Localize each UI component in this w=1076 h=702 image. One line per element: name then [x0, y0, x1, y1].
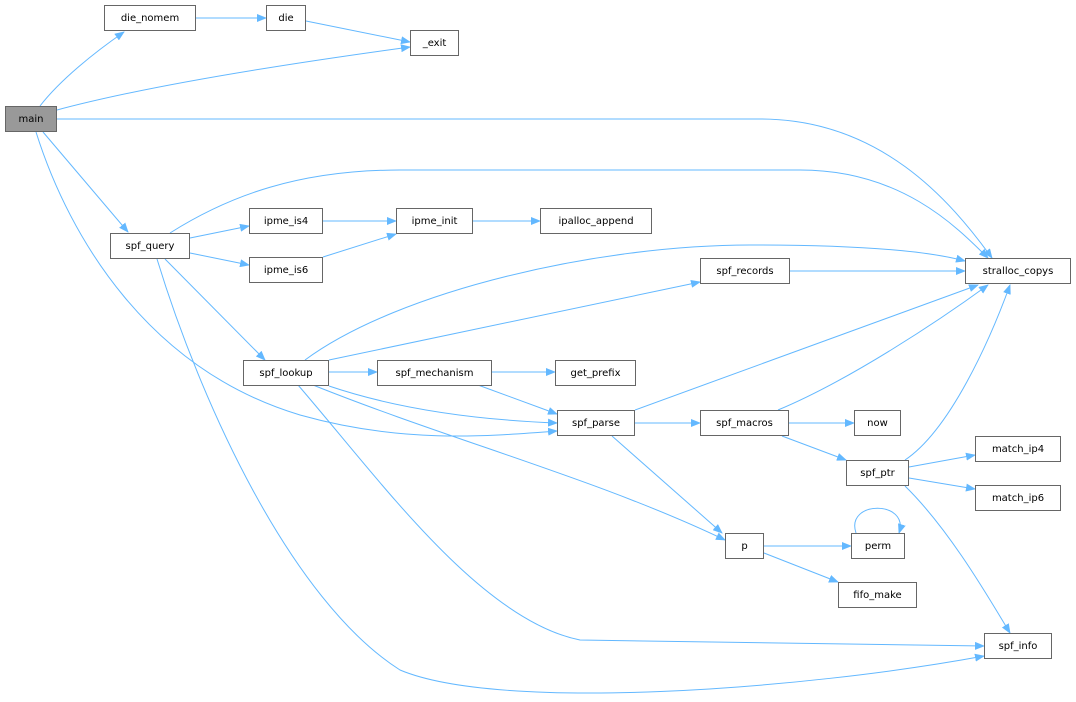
- edge-spf_query-ipme_is6: [189, 252, 250, 268]
- edge-perm-perm: [854, 507, 906, 534]
- edge-spf_query-spf_lookup: [164, 258, 266, 361]
- edge-ipme_is6-ipme_init: [322, 232, 397, 258]
- edge-spf_parse-p: [611, 435, 723, 534]
- node-spf_parse[interactable]: spf_parse: [557, 410, 635, 436]
- edge-spf_query-stralloc_copys: [169, 169, 989, 259]
- edge-spf_parse-stralloc_copys: [634, 284, 979, 411]
- node-get_prefix[interactable]: get_prefix: [555, 360, 636, 386]
- node-spf_info[interactable]: spf_info: [984, 633, 1052, 659]
- node-spf_mechanism[interactable]: spf_mechanism: [377, 360, 492, 386]
- edge-p-fifo_make: [763, 552, 839, 583]
- node-p[interactable]: p: [725, 533, 764, 559]
- node-ipme_is6[interactable]: ipme_is6: [249, 257, 323, 283]
- edge-spf_query-ipme_is4: [189, 223, 250, 239]
- edge-spf_macros-spf_ptr: [781, 435, 847, 461]
- edge-spf_lookup-p: [312, 384, 726, 541]
- node-match_ip6[interactable]: match_ip6: [975, 485, 1061, 511]
- node-fifo_make[interactable]: fifo_make: [838, 582, 917, 608]
- node-exit[interactable]: _exit: [410, 30, 459, 56]
- node-die[interactable]: die: [266, 5, 306, 31]
- edge-spf_query-spf_info: [156, 258, 985, 694]
- edge-spf_ptr-spf_info: [904, 485, 1011, 634]
- edge-spf_ptr-stralloc_copys: [904, 284, 1011, 461]
- node-spf_lookup[interactable]: spf_lookup: [243, 360, 329, 386]
- node-match_ip4[interactable]: match_ip4: [975, 436, 1061, 462]
- edge-spf_lookup-stralloc_copys: [304, 244, 966, 361]
- edge-spf_ptr-match_ip4: [908, 452, 976, 468]
- edge-spf_ptr-match_ip6: [908, 477, 976, 492]
- node-ipme_is4[interactable]: ipme_is4: [249, 208, 323, 234]
- node-main[interactable]: main: [5, 106, 57, 132]
- node-spf_query[interactable]: spf_query: [110, 233, 190, 259]
- node-stralloc_copys[interactable]: stralloc_copys: [965, 258, 1071, 284]
- edge-die-exit: [305, 20, 411, 45]
- node-perm[interactable]: perm: [851, 533, 905, 559]
- node-ipalloc_append[interactable]: ipalloc_append: [540, 208, 652, 234]
- node-spf_macros[interactable]: spf_macros: [700, 410, 789, 436]
- edge-main-spf_query: [42, 131, 129, 233]
- node-spf_records[interactable]: spf_records: [700, 258, 790, 284]
- edge-main-exit: [56, 44, 411, 111]
- node-now[interactable]: now: [854, 410, 901, 436]
- edge-spf_lookup-spf_parse: [328, 385, 558, 427]
- edge-main-die_nomem: [39, 31, 125, 107]
- edge-spf_macros-stralloc_copys: [777, 284, 989, 411]
- node-spf_ptr[interactable]: spf_ptr: [846, 460, 909, 486]
- node-die_nomem[interactable]: die_nomem: [104, 5, 196, 31]
- edge-spf_lookup-spf_info: [297, 384, 985, 650]
- edge-spf_lookup-spf_records: [328, 279, 701, 361]
- node-ipme_init[interactable]: ipme_init: [396, 208, 473, 234]
- edge-main-spf_parse: [35, 131, 558, 437]
- edge-spf_mechanism-spf_parse: [477, 384, 558, 415]
- edge-main-stralloc_copys: [57, 118, 993, 259]
